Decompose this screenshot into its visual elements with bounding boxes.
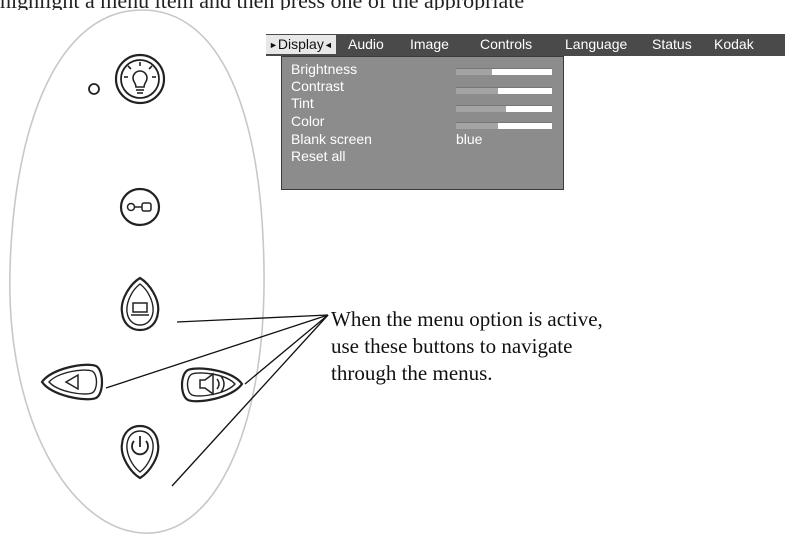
tab-image[interactable]: Image xyxy=(410,36,449,52)
menu-item-tint[interactable]: Tint xyxy=(291,95,314,111)
tab-kodak[interactable]: Kodak xyxy=(714,36,754,52)
bulb-icon[interactable] xyxy=(114,53,166,105)
tab-audio[interactable]: Audio xyxy=(348,36,384,52)
header-text-fragment: highlight a menu item and then press one… xyxy=(0,0,788,10)
power-icon[interactable] xyxy=(120,424,160,480)
menu-item-color[interactable]: Color xyxy=(291,113,325,129)
volume-down-icon[interactable] xyxy=(40,363,104,401)
color-slider[interactable] xyxy=(456,122,552,129)
brightness-slider[interactable] xyxy=(456,68,552,75)
caption-line-1: When the menu option is active, xyxy=(331,307,603,331)
tab-display[interactable]: ►Display◄ xyxy=(266,35,336,54)
tab-language[interactable]: Language xyxy=(565,36,628,52)
caption-line-3: through the menus. xyxy=(331,361,493,385)
instruction-caption: When the menu option is active, use thes… xyxy=(331,306,781,387)
callout-lines xyxy=(105,314,329,487)
menu-item-blank-screen[interactable]: Blank screen xyxy=(291,131,372,147)
blank-screen-value: blue xyxy=(456,131,483,147)
key-icon[interactable] xyxy=(119,187,161,227)
caption-line-2: use these buttons to navigate xyxy=(331,334,573,358)
menu-bar: ►Display◄ Audio Image Controls Language … xyxy=(266,34,785,56)
contrast-slider[interactable] xyxy=(456,87,552,94)
tab-controls[interactable]: Controls xyxy=(480,36,533,52)
menu-icon[interactable] xyxy=(120,276,160,332)
remote-outline xyxy=(9,9,265,534)
led-indicator xyxy=(88,83,100,95)
tab-status[interactable]: Status xyxy=(652,36,692,52)
tint-slider[interactable] xyxy=(456,105,552,112)
menu-item-contrast[interactable]: Contrast xyxy=(291,78,344,94)
volume-up-icon[interactable] xyxy=(180,367,244,403)
menu-item-brightness[interactable]: Brightness xyxy=(291,61,358,77)
menu-item-reset-all[interactable]: Reset all xyxy=(291,148,346,164)
display-submenu: Brightness Contrast Tint Color Blank scr… xyxy=(281,56,564,190)
